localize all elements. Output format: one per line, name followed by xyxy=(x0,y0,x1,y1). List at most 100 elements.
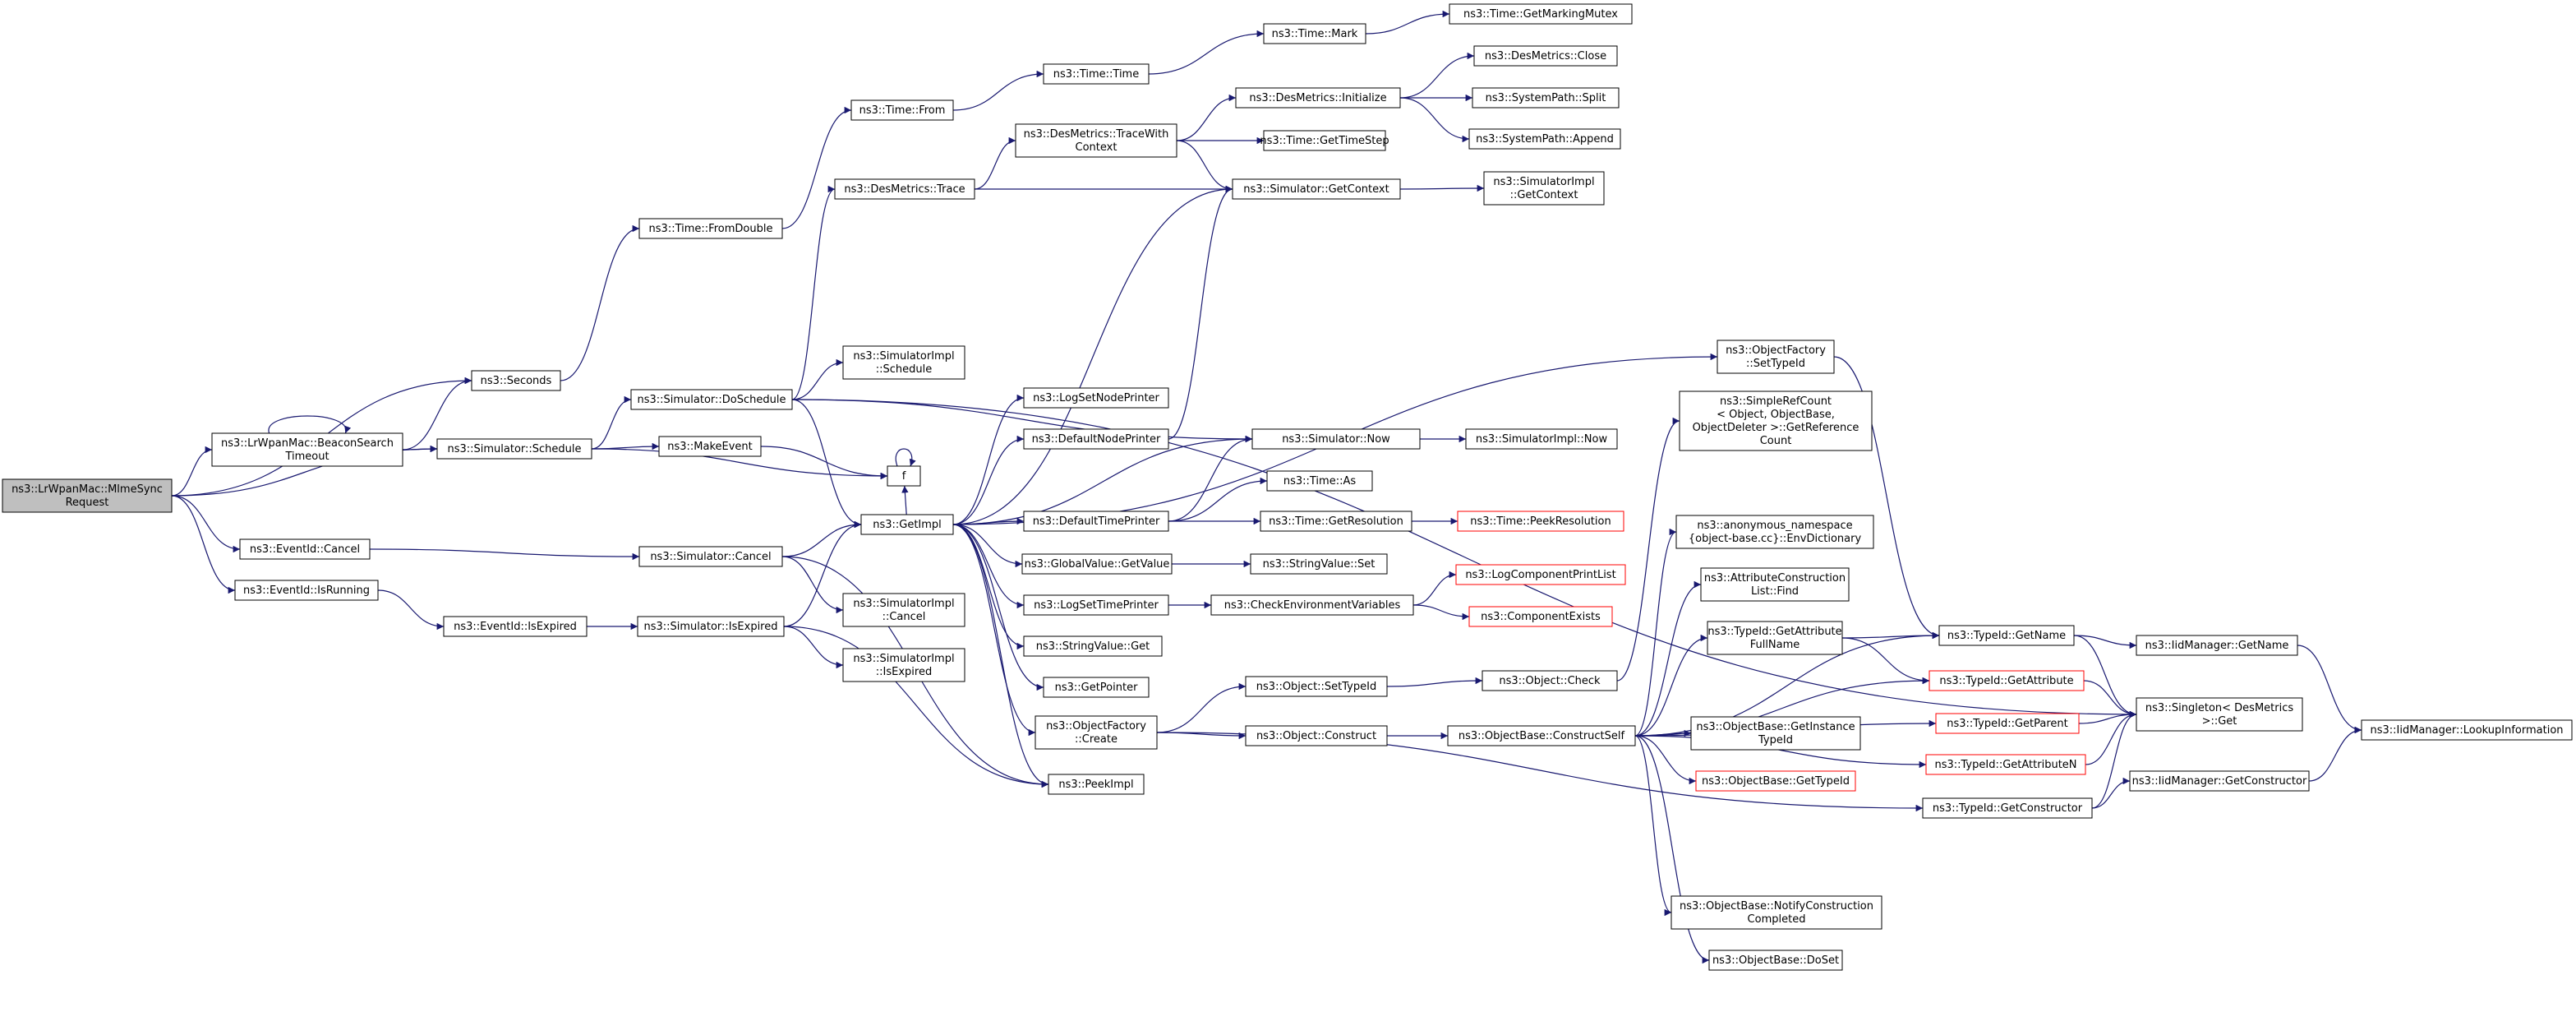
function-node-implschedule[interactable]: ns3::SimulatorImpl::Schedule xyxy=(842,345,965,380)
function-node-getname[interactable]: ns3::TypeId::GetName xyxy=(1938,625,2075,646)
call-edge xyxy=(2083,680,2137,719)
node-box xyxy=(2,478,173,513)
node-label: ns3::StringValue::Get xyxy=(1036,640,1150,653)
call-edge xyxy=(1634,677,1930,737)
node-label: ns3::IidManager::GetConstructor xyxy=(2132,775,2307,788)
function-node-iidgetname[interactable]: ns3::IidManager::GetName xyxy=(2136,635,2298,656)
call-edge xyxy=(1365,10,1450,35)
function-node-objsettid[interactable]: ns3::Object::SetTypeId xyxy=(1245,676,1388,697)
call-edge xyxy=(1168,477,1268,522)
function-node-logsetnode[interactable]: ns3::LogSetNodePrinter xyxy=(1023,387,1169,409)
function-node-doset[interactable]: ns3::ObjectBase::DoSet xyxy=(1708,950,1843,971)
function-node-f[interactable]: f xyxy=(887,465,921,487)
node-label: ns3::Time::Time xyxy=(1053,68,1139,81)
function-node-getres[interactable]: ns3::Time::GetResolution xyxy=(1260,511,1412,532)
function-node-peekimpl[interactable]: ns3::PeekImpl xyxy=(1048,774,1145,795)
function-node-initialize[interactable]: ns3::DesMetrics::Initialize xyxy=(1235,87,1401,109)
function-node-implnow[interactable]: ns3::SimulatorImpl::Now xyxy=(1465,428,1618,450)
node-box xyxy=(1210,594,1414,616)
call-edge xyxy=(171,495,241,553)
function-node-implgetcontext[interactable]: ns3::SimulatorImpl::GetContext xyxy=(1483,171,1605,206)
function-node-deftime[interactable]: ns3::DefaultTimePrinter xyxy=(1023,511,1169,532)
node-label: ns3::TypeId::GetParent xyxy=(1947,718,2068,730)
node-label: ns3::TypeId::GetAttribute xyxy=(1707,626,1841,638)
function-node-iidgetctor[interactable]: ns3::IidManager::GetConstructor xyxy=(2129,770,2310,792)
node-box xyxy=(436,438,592,460)
function-node-mutex[interactable]: ns3::Time::GetMarkingMutex xyxy=(1449,3,1633,25)
function-node-constructself[interactable]: ns3::ObjectBase::ConstructSelf xyxy=(1447,725,1636,746)
function-node-ofsettid[interactable]: ns3::ObjectFactory::SetTypeId xyxy=(1717,340,1835,374)
function-node-svget[interactable]: ns3::StringValue::Get xyxy=(1023,635,1163,657)
function-node-schedule[interactable]: ns3::Simulator::Schedule xyxy=(436,438,592,460)
function-node-timeas[interactable]: ns3::Time::As xyxy=(1266,470,1373,492)
function-node-peekres[interactable]: ns3::Time::PeekResolution xyxy=(1457,511,1624,532)
function-node-singleton[interactable]: ns3::Singleton< DesMetrics>::Get xyxy=(2136,697,2303,732)
node-label: ns3::EventId::Cancel xyxy=(250,543,360,556)
function-node-close[interactable]: ns3::DesMetrics::Close xyxy=(1473,45,1618,67)
function-node-isrunning[interactable]: ns3::EventId::IsRunning xyxy=(234,580,379,601)
node-label: ns3::Object::Construct xyxy=(1256,730,1376,742)
call-edge xyxy=(1399,97,1470,143)
function-node-append[interactable]: ns3::SystemPath::Append xyxy=(1468,128,1621,150)
function-node-desmetricstrace[interactable]: ns3::DesMetrics::Trace xyxy=(834,178,975,200)
node-box xyxy=(234,580,379,601)
node-box xyxy=(842,648,965,682)
function-node-checkenv[interactable]: ns3::CheckEnvironmentVariables xyxy=(1210,594,1414,616)
function-node-svset[interactable]: ns3::StringValue::Set xyxy=(1250,553,1388,575)
function-node-split[interactable]: ns3::SystemPath::Split xyxy=(1472,87,1620,109)
function-node-timetime[interactable]: ns3::Time::Time xyxy=(1043,63,1150,85)
function-node-simcancel[interactable]: ns3::Simulator::Cancel xyxy=(638,546,783,567)
node-label: ns3::ObjectFactory xyxy=(1726,344,1826,357)
function-node-makeevent[interactable]: ns3::MakeEvent xyxy=(658,436,762,457)
node-box xyxy=(1935,713,2080,734)
function-node-implcancel[interactable]: ns3::SimulatorImpl::Cancel xyxy=(842,593,965,627)
function-node-obgettid[interactable]: ns3::ObjectBase::GetTypeId xyxy=(1695,770,1856,792)
function-node-getpointer[interactable]: ns3::GetPointer xyxy=(1043,677,1150,698)
call-edge xyxy=(974,136,1016,190)
function-node-isexpired[interactable]: ns3::EventId::IsExpired xyxy=(443,616,588,637)
function-node-ofcreate[interactable]: ns3::ObjectFactory::Create xyxy=(1035,715,1158,750)
function-node-objcheck[interactable]: ns3::Object::Check xyxy=(1482,670,1618,691)
node-box xyxy=(1023,511,1169,532)
function-node-seconds[interactable]: ns3::Seconds xyxy=(471,370,561,391)
function-node-getparent[interactable]: ns3::TypeId::GetParent xyxy=(1935,713,2080,734)
function-node-notify[interactable]: ns3::ObjectBase::NotifyConstructionCompl… xyxy=(1670,895,1882,930)
function-node-lookup[interactable]: ns3::IidManager::LookupInformation xyxy=(2361,719,2573,741)
function-node-objconstruct[interactable]: ns3::Object::Construct xyxy=(1245,725,1388,746)
function-node-gvget[interactable]: ns3::GlobalValue::GetValue xyxy=(1021,553,1173,575)
node-box xyxy=(1925,754,2086,775)
function-node-doschedule[interactable]: ns3::Simulator::DoSchedule xyxy=(630,389,793,410)
function-node-envdict[interactable]: ns3::anonymous_namespace{object-base.cc}… xyxy=(1675,515,1874,549)
call-edge xyxy=(1841,631,1940,640)
function-node-getattrn[interactable]: ns3::TypeId::GetAttributeN xyxy=(1925,754,2086,775)
function-node-compexists[interactable]: ns3::ComponentExists xyxy=(1468,606,1613,627)
function-node-logcomp[interactable]: ns3::LogComponentPrintList xyxy=(1455,564,1626,585)
node-label: ns3::Time::GetResolution xyxy=(1269,515,1403,528)
function-node-simisexpired[interactable]: ns3::Simulator::IsExpired xyxy=(637,616,785,637)
call-edge xyxy=(591,395,632,450)
node-label: ns3::LogSetNodePrinter xyxy=(1033,392,1159,404)
function-node-getattr[interactable]: ns3::TypeId::GetAttribute xyxy=(1929,670,2085,691)
function-node-timestep[interactable]: ns3::Time::GetTimeStep xyxy=(1260,130,1389,151)
function-node-timefrom[interactable]: ns3::Time::From xyxy=(850,99,954,121)
function-node-fromdouble[interactable]: ns3::Time::FromDouble xyxy=(638,218,783,239)
function-node-getimpl[interactable]: ns3::GetImpl xyxy=(860,514,954,535)
function-node-defnode[interactable]: ns3::DefaultNodePrinter xyxy=(1023,428,1169,450)
node-label: ns3::TypeId::GetName xyxy=(1947,630,2066,642)
function-node-implisexpired[interactable]: ns3::SimulatorImpl::IsExpired xyxy=(842,648,965,682)
function-node-simnow[interactable]: ns3::Simulator::Now xyxy=(1251,428,1421,450)
function-node-refcount[interactable]: ns3::SimpleRefCount< Object, ObjectBase,… xyxy=(1679,390,1873,451)
call-edge xyxy=(791,399,2137,719)
function-node-logsettime[interactable]: ns3::LogSetTimePrinter xyxy=(1023,594,1169,616)
function-node-cancel[interactable]: ns3::EventId::Cancel xyxy=(239,538,371,560)
function-node-getcontext[interactable]: ns3::Simulator::GetContext xyxy=(1232,178,1401,200)
node-label: ::GetContext xyxy=(1510,189,1578,201)
function-node-mark[interactable]: ns3::Time::Mark xyxy=(1263,23,1366,44)
function-node-getctor[interactable]: ns3::TypeId::GetConstructor xyxy=(1922,797,2093,819)
